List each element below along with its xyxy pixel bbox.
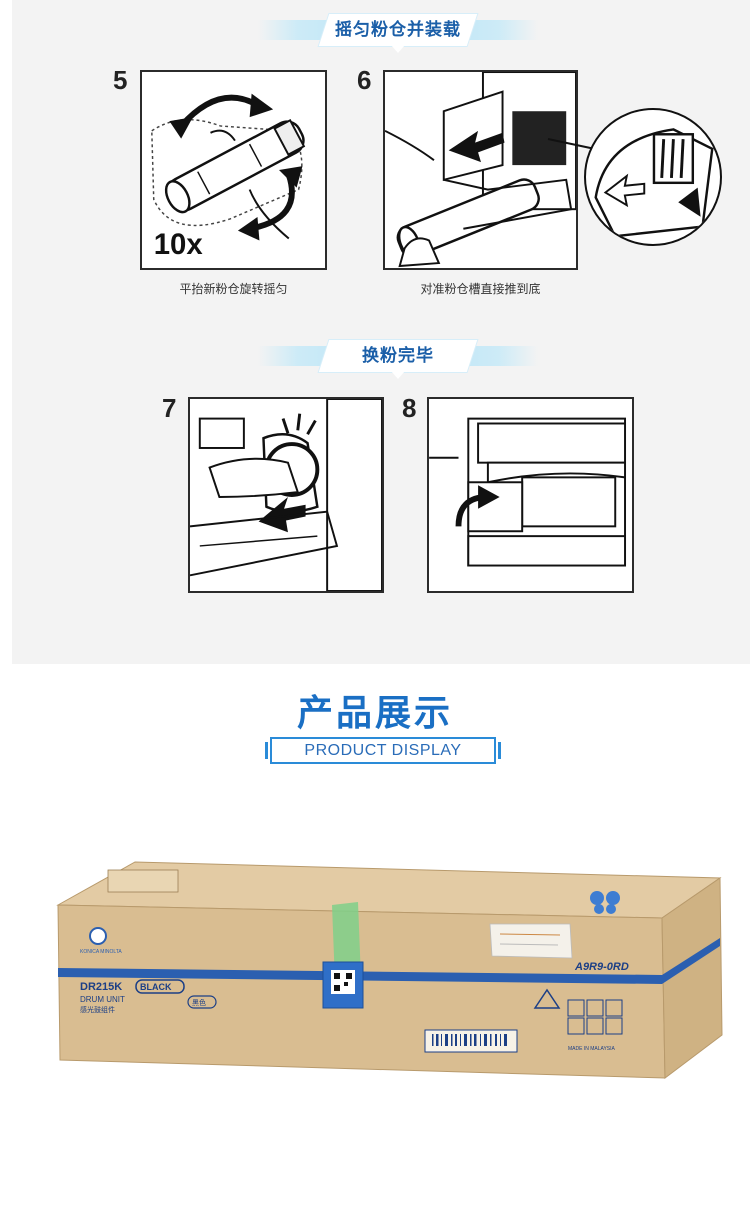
product-display-title: 产品展示 — [296, 692, 453, 733]
butterfly-logo-icon — [590, 891, 620, 914]
box-unit-name: DRUM UNIT — [80, 995, 125, 1004]
section-title: 换粉完毕 — [362, 346, 434, 365]
step-number: 5 — [113, 65, 128, 95]
step-illustration-shake: 10x — [140, 70, 327, 270]
step-caption: 对准粉仓槽直接推到底 — [420, 282, 541, 296]
step-caption: 平抬新粉仓旋转摇匀 — [179, 282, 288, 296]
recycle-icon — [533, 988, 561, 1009]
box-origin: MADE IN MALAYSIA — [568, 1046, 616, 1052]
step-number: 6 — [357, 65, 372, 95]
product-display-subtitle: PRODUCT DISPLAY — [265, 737, 501, 764]
section-banner-load: 摇匀粉仓并装载 — [258, 14, 538, 53]
section-title: 摇匀粉仓并装载 — [335, 20, 461, 39]
box-color-cn: 黑色 — [192, 998, 206, 1007]
handling-symbols-icon — [567, 999, 623, 1035]
box-unit-name-cn: 感光鼓组件 — [80, 1005, 115, 1014]
box-part-code: A9R9-0RD — [574, 961, 629, 973]
step-number: 7 — [162, 393, 177, 423]
box-model: DR215K — [80, 981, 122, 993]
section-banner-complete: 换粉完毕 — [258, 340, 538, 379]
step-number: 8 — [402, 393, 417, 423]
step-illustration-insert — [383, 70, 578, 270]
brand-label: KONICA MINOLTA — [80, 949, 122, 955]
step-illustration-finish — [427, 397, 634, 593]
product-box-photo: KONICA MINOLTA DR215K BLACK DRUM UNIT 感光… — [40, 850, 730, 1110]
zoom-detail-circle — [584, 108, 722, 246]
step-illustration-close — [188, 397, 384, 593]
shake-count-label: 10x — [154, 228, 204, 261]
box-color-badge: BLACK — [140, 982, 172, 992]
